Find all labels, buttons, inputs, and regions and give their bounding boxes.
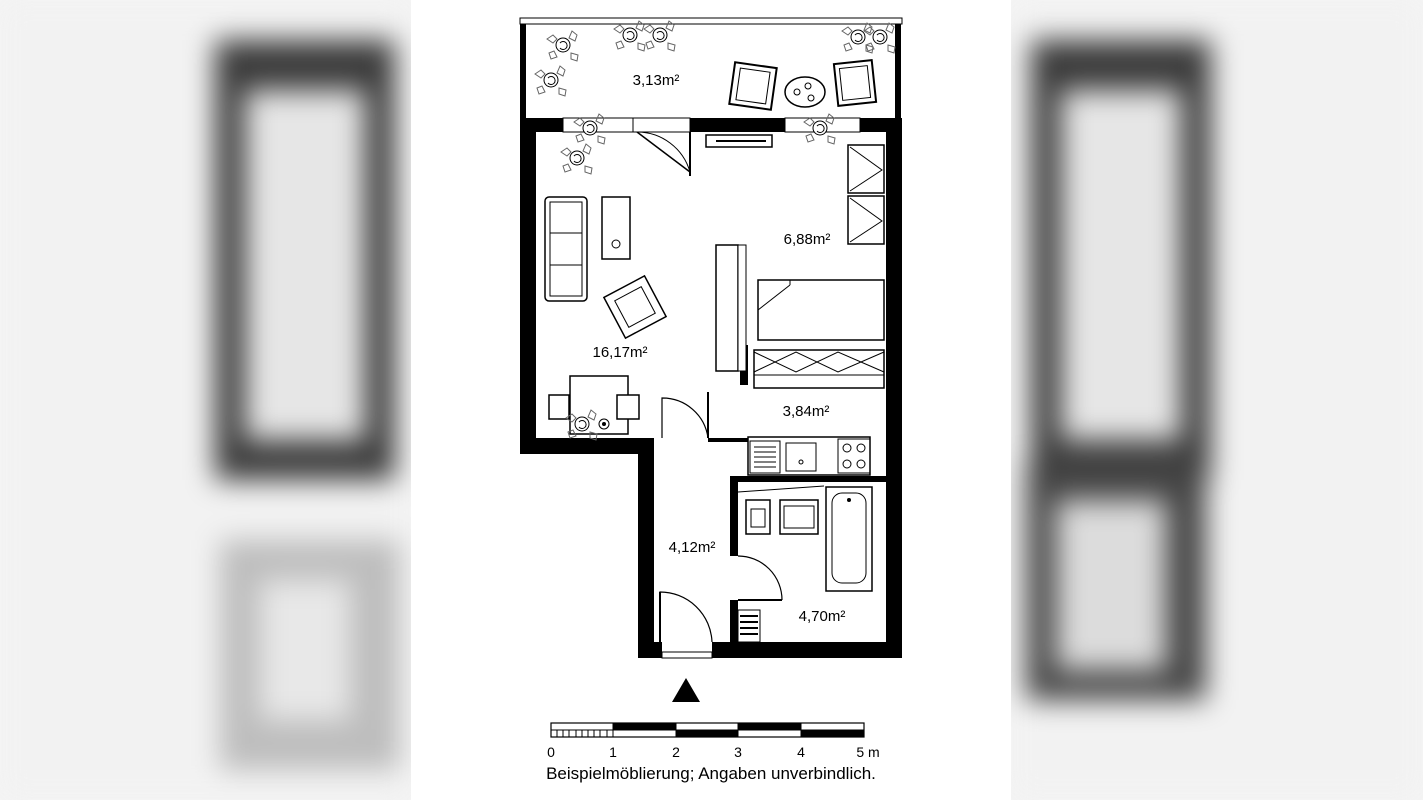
hall-wardrobe [753,349,885,389]
armchair [602,274,668,340]
room-label-balcony: 3,13m² [633,72,680,89]
blurred-plan-right [1011,0,1423,800]
scale-label-1: 1 [609,744,617,760]
room-label-kitchen: 3,84m² [783,403,830,420]
room-label-bath: 4,70m² [799,608,846,625]
blurred-plan-left [0,0,411,800]
balcony-chair-right [832,59,878,107]
room-label-bedroom: 6,88m² [784,231,831,248]
scale-label-3: 3 [734,744,742,760]
entry-door [659,591,713,643]
walls [520,117,902,659]
dining-set [548,375,640,441]
bedroom-wardrobe [847,144,885,245]
entrance-arrow [672,678,700,702]
wardrobe-divider [715,244,747,372]
scale-label-4: 4 [797,744,805,760]
side-table [601,196,631,260]
sofa [544,196,588,302]
disclaimer-text: Beispielmöblierung; Angaben unverbindlic… [546,764,876,783]
scale-bar: 0 1 2 3 4 5 m [547,722,880,760]
floor-plan: 3,13m² 6,88m² 16,17m² 3,84m² 4,12m² 4,70… [519,17,903,760]
bathroom-fixtures [737,485,873,643]
balcony-door [632,117,691,176]
balcony-chair-left [728,61,778,111]
blurred-left-panel [0,0,411,800]
bed [757,279,885,341]
scale-label-0: 0 [547,744,555,760]
balcony [519,17,903,122]
room-label-living: 16,17m² [592,344,647,361]
balcony-table [784,76,826,108]
bath-door [737,555,783,601]
room-label-hall: 4,12m² [669,539,716,556]
blurred-right-panel [1011,0,1423,800]
kitchen-counter [747,436,871,476]
living-door [661,392,709,439]
floor-plan-panel: 3,13m² 6,88m² 16,17m² 3,84m² 4,12m² 4,70… [411,0,1011,800]
scale-label-5: 5 m [856,744,879,760]
scale-label-2: 2 [672,744,680,760]
